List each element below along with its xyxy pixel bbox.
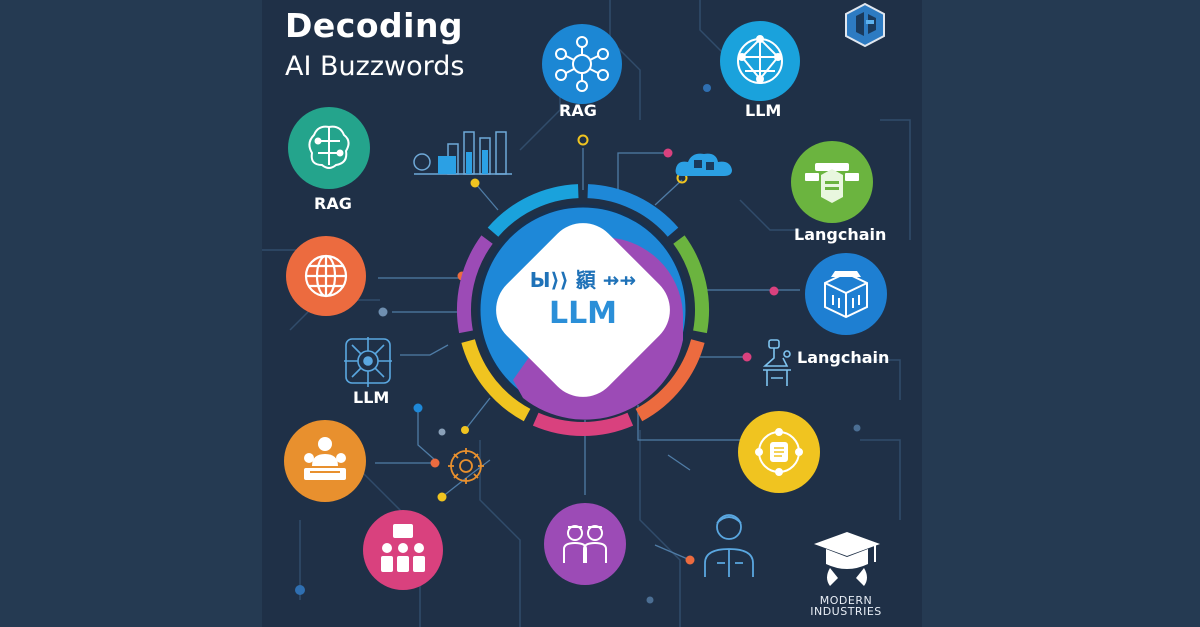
center-card xyxy=(496,223,670,397)
connector-line xyxy=(464,397,491,431)
trace xyxy=(880,119,911,240)
brand-line2: INDUSTRIES xyxy=(810,605,882,618)
node-document-network[interactable] xyxy=(738,411,820,493)
server-stack-icon xyxy=(805,163,859,203)
node-team[interactable] xyxy=(284,420,366,502)
ring-segment xyxy=(456,235,493,334)
team-people-icon xyxy=(304,437,346,480)
node-label-rag-left: RAG xyxy=(314,194,352,213)
ring-segment xyxy=(673,235,710,334)
ring-segment xyxy=(487,184,579,237)
trace xyxy=(820,359,901,400)
connector-dot xyxy=(703,84,711,92)
ring-segment xyxy=(587,184,679,237)
connector-dot xyxy=(378,307,388,317)
ring-segment xyxy=(635,339,705,422)
trace xyxy=(609,0,641,120)
team-presentation-icon xyxy=(563,525,607,563)
node-rag-left[interactable] xyxy=(288,107,370,189)
person-headset-icon xyxy=(704,514,754,577)
connector-line xyxy=(667,454,691,471)
node-cube-package[interactable] xyxy=(805,253,887,335)
connector-dot xyxy=(413,403,423,413)
lab-robot-icon xyxy=(762,339,791,386)
connector-line xyxy=(617,152,668,190)
trace xyxy=(639,430,681,627)
node-langchain-top[interactable] xyxy=(791,141,873,223)
globe-icon xyxy=(304,254,348,298)
brand-name: MODERN INDUSTRIES xyxy=(800,595,892,617)
connector-dot xyxy=(853,424,861,432)
document-network-icon xyxy=(755,428,803,476)
node-label-llm-left: LLM xyxy=(353,388,390,407)
central-ring xyxy=(456,184,710,436)
left-margin xyxy=(0,0,262,627)
analytics-bars-icon xyxy=(413,131,512,175)
connector-dot xyxy=(742,352,752,362)
circuit-chip-icon xyxy=(344,337,392,387)
connector-dot xyxy=(470,178,480,188)
node-rag-top[interactable] xyxy=(542,24,622,104)
connector-line xyxy=(441,459,491,498)
gear-network-icon xyxy=(448,448,484,484)
neural-network-icon xyxy=(737,35,783,84)
ring-segment xyxy=(532,412,634,436)
node-team-presentation[interactable] xyxy=(544,503,626,585)
center-glyphs: Ы⟩⟩ 顈 ⇸⇸ xyxy=(529,268,637,292)
network-nodes-icon xyxy=(555,36,609,92)
people-group-icon xyxy=(381,524,425,572)
page-title: Decoding xyxy=(285,6,464,45)
graduation-cap-icon xyxy=(814,532,880,586)
connector-dot xyxy=(577,134,589,146)
connector-dot xyxy=(769,286,779,296)
node-people-group[interactable] xyxy=(363,510,443,590)
node-label-llm-top: LLM xyxy=(745,101,782,120)
cube-package-icon xyxy=(824,271,868,319)
brand-line1: MODERN xyxy=(819,594,873,607)
trace xyxy=(739,199,800,231)
connector-line xyxy=(654,544,691,561)
connector-dot xyxy=(438,428,446,436)
connector-dot xyxy=(663,148,673,158)
connector-dot xyxy=(685,555,695,565)
ring-segment xyxy=(461,339,531,422)
connector-line xyxy=(400,344,449,356)
connector-line xyxy=(654,179,683,206)
cube-logo-icon xyxy=(845,2,885,48)
ring-segments xyxy=(456,184,710,436)
page-subtitle: AI Buzzwords xyxy=(285,51,465,82)
cloud-cluster-icon xyxy=(675,153,732,176)
node-label-langchain-right: Langchain xyxy=(797,348,890,367)
center-label: LLM xyxy=(548,296,618,331)
connector-line xyxy=(637,405,740,441)
node-llm-top[interactable] xyxy=(720,21,800,101)
node-label-langchain-top: Langchain xyxy=(794,225,887,244)
right-margin xyxy=(922,0,1200,627)
connector-line xyxy=(417,408,436,461)
connector-dot xyxy=(430,458,440,468)
connector-dot xyxy=(295,585,305,595)
trace xyxy=(860,439,901,520)
connector-dot xyxy=(437,492,447,502)
node-label-rag-top: RAG xyxy=(559,101,597,120)
brain-circuit-icon xyxy=(308,125,350,169)
connector-dot xyxy=(646,596,654,604)
connector-dot xyxy=(461,426,469,434)
node-globe[interactable] xyxy=(286,236,366,316)
connector-line xyxy=(474,182,499,211)
